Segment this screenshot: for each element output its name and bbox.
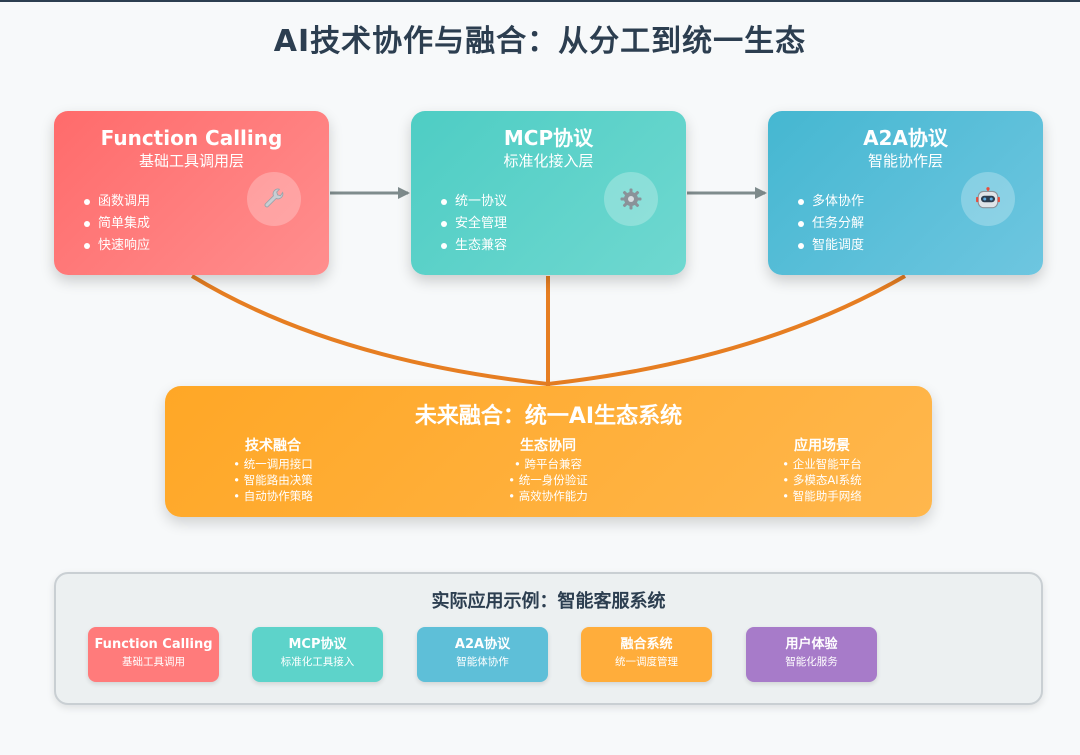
page-title: AI技术协作与融合：从分工到统一生态 (273, 24, 807, 59)
column-item: • 智能助手网络 (782, 489, 862, 503)
column-item: • 企业智能平台 (782, 457, 862, 471)
step-title: 融合系统 (620, 637, 673, 652)
feature-list: 统一协议 安全管理 生态兼容 (441, 191, 507, 257)
step-subtitle: 智能体协作 (456, 656, 509, 668)
step-title: Function Calling (94, 637, 213, 652)
future-title: 未来融合：统一AI生态系统 (414, 404, 683, 429)
column-item: • 多模态AI系统 (782, 473, 862, 487)
column-item: • 统一调用接口 (233, 457, 313, 471)
column-item: • 智能路由决策 (233, 473, 313, 487)
gear-icon (604, 172, 658, 226)
feature-item: 任务分解 (798, 213, 864, 235)
tech-fusion-column: 技术融合 • 统一调用接口 • 智能路由决策 • 自动协作策略 (173, 436, 373, 504)
card-title: MCP协议 (503, 126, 594, 150)
top-border-line (0, 0, 1080, 2)
example-step-function-calling: Function Calling 基础工具调用 (88, 627, 219, 682)
feature-item: 函数调用 (84, 191, 150, 213)
wrench-icon (247, 172, 301, 226)
card-subtitle: 标准化接入层 (503, 152, 594, 170)
step-title: MCP协议 (288, 637, 347, 652)
column-item: • 自动协作策略 (233, 489, 313, 503)
feature-list: 多体协作 任务分解 智能调度 (798, 191, 864, 257)
column-item: • 高效协作能力 (508, 489, 588, 503)
feature-list: 函数调用 简单集成 快速响应 (84, 191, 150, 257)
feature-item: 统一协议 (441, 191, 507, 213)
step-subtitle: 基础工具调用 (122, 656, 185, 668)
step-subtitle: 标准化工具接入 (280, 656, 355, 668)
example-title: 实际应用示例：智能客服系统 (431, 591, 666, 612)
example-step-user-experience: 用户体验 智能化服务 (746, 627, 877, 682)
example-step-a2a: A2A协议 智能体协作 (417, 627, 548, 682)
card-subtitle: 智能协作层 (867, 152, 943, 170)
feature-item: 快速响应 (84, 235, 150, 257)
robot-icon (961, 172, 1015, 226)
feature-item: 生态兼容 (441, 235, 507, 257)
column-heading: 生态协同 (520, 438, 576, 454)
curve-left (190, 274, 549, 386)
mcp-protocol-card: MCP协议 标准化接入层 统一协议 安全管理 生态兼容 (411, 111, 686, 275)
column-heading: 技术融合 (245, 438, 301, 454)
example-step-mcp: MCP协议 标准化工具接入 (252, 627, 383, 682)
column-item: • 跨平台兼容 (514, 457, 582, 471)
feature-item: 安全管理 (441, 213, 507, 235)
a2a-protocol-card: A2A协议 智能协作层 多体协作 任务分解 智能调度 (768, 111, 1043, 275)
card-subtitle: 基础工具调用层 (138, 152, 244, 170)
step-title: 用户体验 (785, 637, 838, 652)
column-item: • 统一身份验证 (508, 473, 588, 487)
column-heading: 应用场景 (794, 438, 850, 454)
ecosystem-synergy-column: 生态协同 • 跨平台兼容 • 统一身份验证 • 高效协作能力 (448, 436, 648, 504)
card-title: A2A协议 (863, 126, 948, 150)
curve-right (547, 274, 907, 386)
future-ecosystem-card: 未来融合：统一AI生态系统 技术融合 • 统一调用接口 • 智能路由决策 • 自… (165, 386, 932, 517)
feature-item: 智能调度 (798, 235, 864, 257)
step-title: A2A协议 (454, 637, 511, 652)
step-subtitle: 统一调度管理 (615, 656, 678, 668)
step-subtitle: 智能化服务 (785, 656, 838, 668)
feature-item: 多体协作 (798, 191, 864, 213)
feature-item: 简单集成 (84, 213, 150, 235)
example-step-fusion-system: 融合系统 统一调度管理 (581, 627, 712, 682)
application-scenarios-column: 应用场景 • 企业智能平台 • 多模态AI系统 • 智能助手网络 (722, 436, 922, 504)
card-title: Function Calling (100, 126, 283, 150)
function-calling-card: Function Calling 基础工具调用层 函数调用 简单集成 快速响应 (54, 111, 329, 275)
